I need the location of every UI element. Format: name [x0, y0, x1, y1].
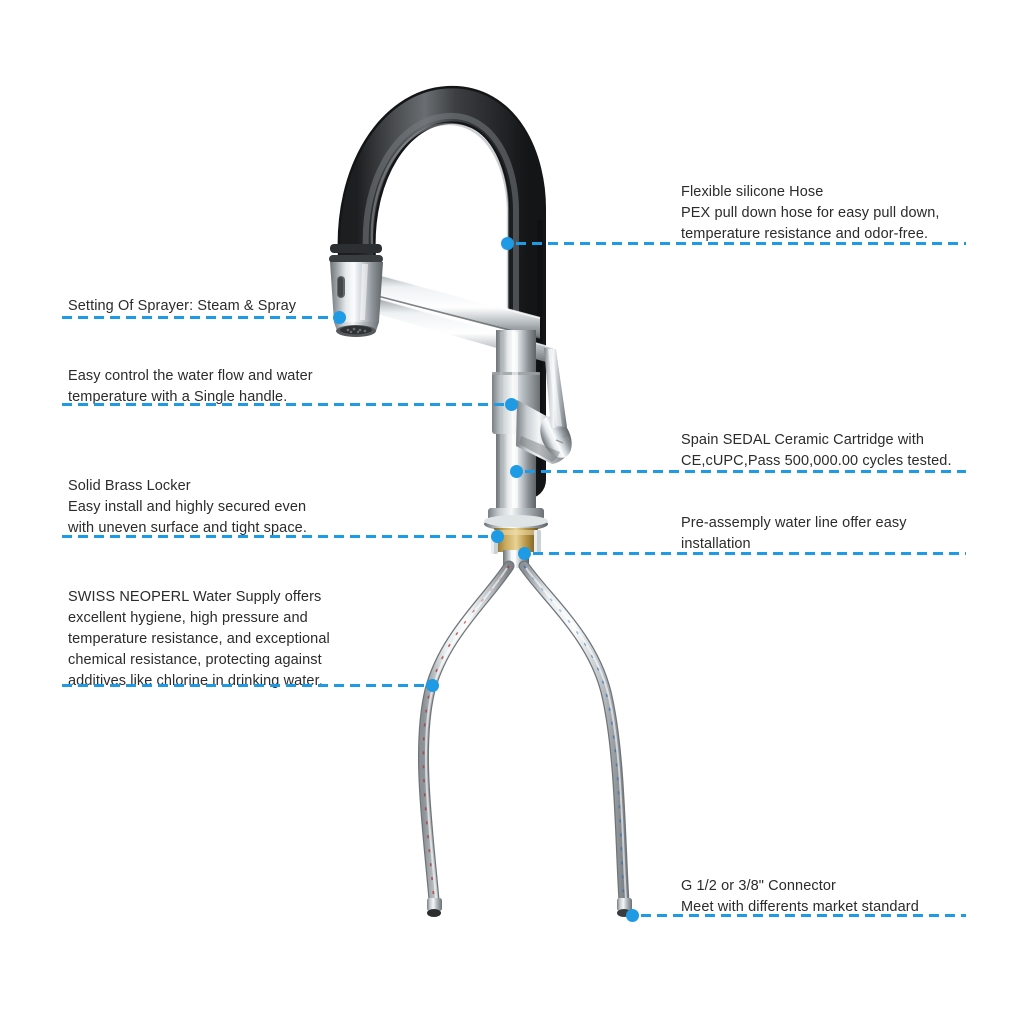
annotation-swiss-neoperl-text: SWISS NEOPERL Water Supply offers excell… [68, 589, 330, 690]
annotation-g-connector-text: G 1/2 or 3/8" Connector Meet with differ… [681, 878, 919, 916]
annotation-flexible-silicone-hose-text: Flexible silicone Hose PEX pull down hos… [681, 184, 940, 243]
leader-dot-pre-assembly-water-line [518, 547, 531, 560]
leader-dot-swiss-neoperl [426, 679, 439, 692]
silicone-hose-graphic [337, 85, 547, 499]
leader-dot-single-handle [505, 398, 518, 411]
leader-dot-flexible-silicone-hose [501, 237, 514, 250]
leader-line-g-connector [641, 914, 966, 917]
annotation-solid-brass-locker-text: Solid Brass Locker Easy install and high… [68, 478, 307, 537]
leader-line-sedal-cartridge [525, 470, 966, 473]
annotation-pre-assembly-water-line-text: Pre-assemply water line offer easy insta… [681, 515, 907, 553]
leader-dot-sedal-cartridge [510, 465, 523, 478]
leader-dot-sprayer-setting [333, 311, 346, 324]
leader-dot-solid-brass-locker [491, 530, 504, 543]
leader-line-sprayer-setting [62, 316, 334, 319]
leader-dot-g-connector [626, 909, 639, 922]
leader-line-flexible-silicone-hose [516, 242, 966, 245]
annotation-sprayer-setting-text: Setting Of Sprayer: Steam & Spray [68, 298, 297, 314]
single-handle-graphic [516, 348, 572, 464]
leader-line-pre-assembly-water-line [533, 552, 966, 555]
leader-line-solid-brass-locker [62, 535, 492, 538]
leader-line-single-handle [62, 403, 506, 406]
supply-hoses-graphic [417, 560, 632, 917]
leader-line-swiss-neoperl [62, 684, 427, 687]
annotation-single-handle-text: Easy control the water flow and water te… [68, 368, 313, 406]
faucet-column-graphic [492, 330, 540, 520]
annotation-sedal-cartridge-text: Spain SEDAL Ceramic Cartridge with CE,cU… [681, 432, 952, 470]
